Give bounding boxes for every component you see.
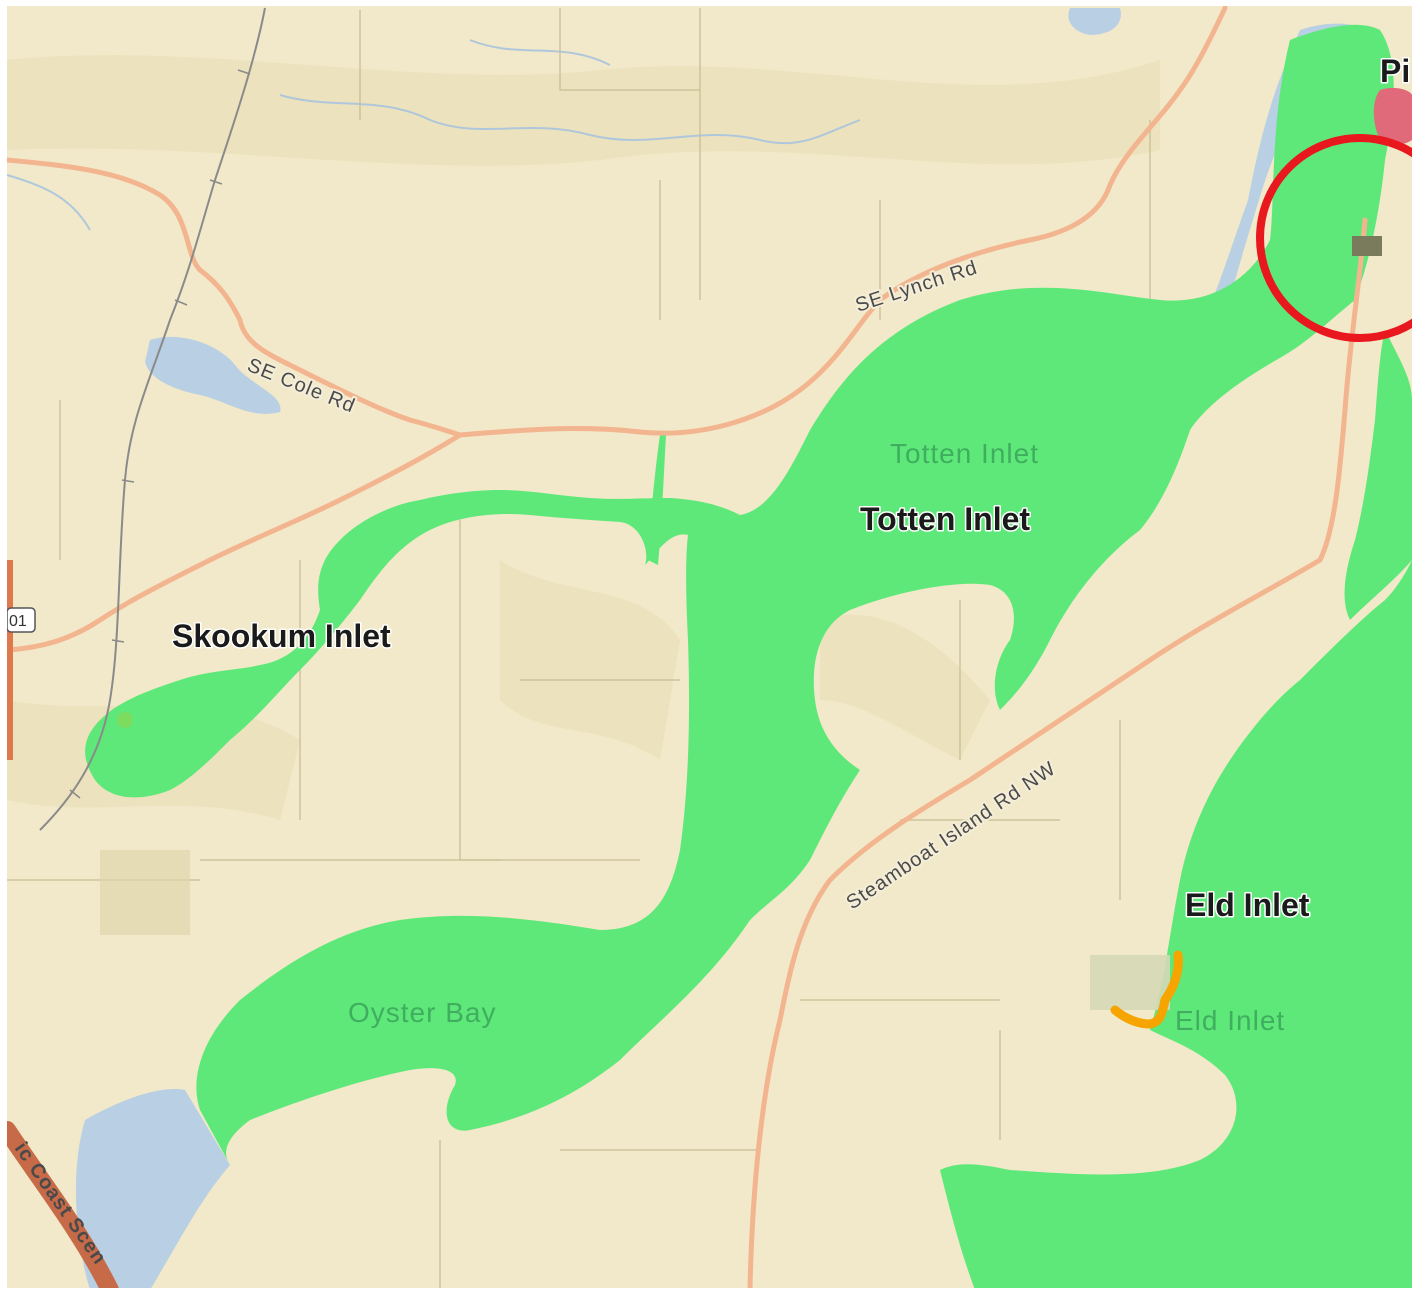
frame-right <box>1412 0 1414 1291</box>
frame-top <box>0 0 1414 6</box>
eld-water <box>940 560 1412 1290</box>
lake-southwest <box>75 1089 231 1290</box>
totten-oyster-water <box>196 24 1394 1166</box>
parcel-eld <box>1090 955 1170 1010</box>
lake-top <box>1068 8 1121 35</box>
label-place-top-right: Pi <box>1380 53 1410 89</box>
railroad <box>39 7 266 831</box>
lake-northwest <box>145 336 281 414</box>
urban-area <box>1373 87 1412 145</box>
railroad-ticks <box>69 69 251 799</box>
frame-bottom <box>0 1288 1414 1291</box>
route-shield-label: 01 <box>9 613 27 630</box>
highlighted-water <box>85 24 1412 1290</box>
coast-scenic-road <box>0 1121 119 1291</box>
orange-shoreline <box>1110 950 1183 1029</box>
frame-left <box>0 0 7 1291</box>
road-west-loop <box>4 157 463 438</box>
skookum-creek <box>648 435 666 565</box>
building-parcel <box>1352 236 1382 256</box>
highlight-circle[interactable] <box>1256 134 1414 342</box>
label-skookum-inlet: Skookum Inlet <box>172 618 391 654</box>
water-label-eld: Eld Inlet <box>1175 1005 1285 1036</box>
water-label-totten: Totten Inlet <box>890 438 1039 469</box>
eld-channel <box>1344 330 1412 620</box>
road-steamboat <box>747 217 1368 1291</box>
water-label-oyster-bay: Oyster Bay <box>348 997 496 1028</box>
label-eld-inlet: Eld Inlet <box>1185 887 1310 923</box>
label-totten-inlet: Totten Inlet <box>860 501 1030 537</box>
road-cole-south <box>4 432 463 653</box>
streams <box>6 39 861 231</box>
skookum-marker <box>117 712 133 728</box>
parcel-west <box>100 850 190 935</box>
road-cole-lynch <box>457 5 1228 438</box>
parcel-lines <box>7 8 1151 1291</box>
skookum-water <box>85 490 740 798</box>
roads-major <box>4 5 1368 1291</box>
